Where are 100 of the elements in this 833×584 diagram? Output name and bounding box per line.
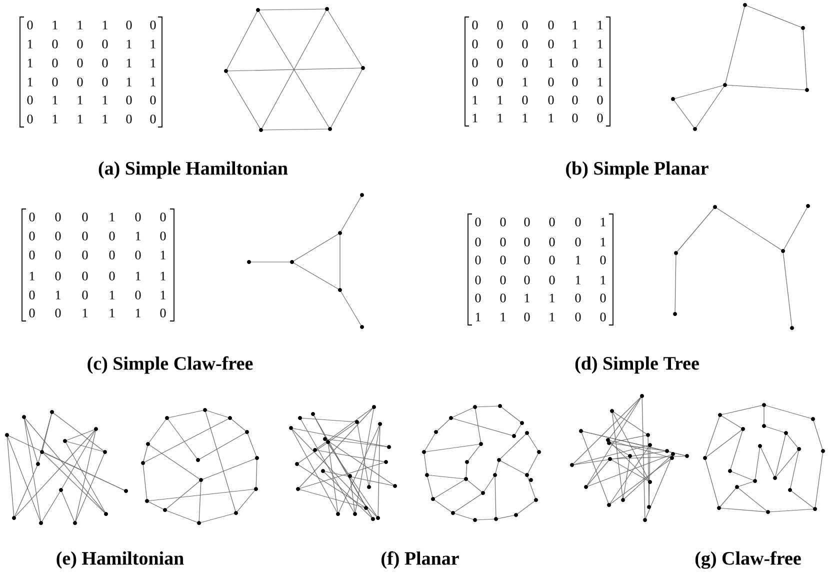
matrix-entry: 1 [28,58,32,68]
matrix-entry: 0 [497,58,503,68]
matrix-entry: 1 [102,96,108,104]
matrix-entry: 0 [109,272,115,280]
matrix-entry: 0 [150,114,156,124]
matrix-entry: 0 [472,58,478,68]
matrix-entry: 0 [497,78,503,86]
matrix-entry: 0 [524,312,530,322]
matrix-entry: 0 [475,294,481,302]
matrix-entry: 0 [27,96,33,104]
matrix-entry: 0 [575,238,581,246]
matrix-entry: 1 [160,250,166,260]
matrix-entry: 0 [549,256,555,264]
matrix-entry: 0 [549,238,555,246]
matrix-entry: 0 [55,308,61,318]
matrix-entry: 1 [136,272,140,280]
matrix-entry: 0 [102,78,108,86]
matrix-entry: 1 [150,78,156,86]
matrix-entry: 0 [600,256,606,264]
matrix-entry: 1 [522,78,528,86]
matrix-entry: 0 [102,40,108,48]
matrix-entry: 0 [497,20,503,30]
matrix-entry: 0 [500,276,506,284]
matrix-entry: 1 [472,114,478,122]
matrix-entry: 1 [598,58,602,68]
matrix-entry: 0 [522,40,528,48]
matrix-entry: 0 [109,232,115,240]
matrix-entry: 1 [550,294,554,302]
matrix-entry: 0 [29,232,35,240]
matrix-entry: 0 [572,78,578,86]
matrix-entry: 0 [160,308,166,318]
matrix-entry: 0 [55,212,61,222]
matrix-entry: 0 [524,238,530,246]
matrix-entry: 0 [524,256,530,264]
matrix-entry: 1 [52,114,58,124]
matrix-entry: 1 [150,58,156,68]
matrix-entry: 0 [475,238,481,246]
matrix-entry: 0 [150,20,156,30]
matrix-entry: 0 [27,20,33,30]
matrix-entry: 1 [78,114,82,124]
matrix-entry: 0 [126,96,132,104]
matrix-entry: 0 [572,114,578,122]
matrix-entry: 0 [160,212,166,222]
subfigure-caption: (f) Planar [382,551,459,569]
matrix-entry: 0 [109,250,115,260]
matrix-entry: 1 [28,40,32,48]
matrix-entry: 0 [472,78,478,86]
matrix-entry: 1 [102,20,108,30]
matrix-entry: 1 [576,256,580,264]
matrix-entry: 0 [135,212,141,222]
matrix-entry: 0 [150,96,156,104]
matrix-entry: 0 [549,218,555,226]
matrix-entry: 1 [598,78,602,86]
matrix-entry: 1 [472,96,478,104]
subfigure-caption: (d) Simple Tree [575,356,699,374]
matrix-entry: 0 [500,294,506,302]
matrix-entry: 0 [77,58,83,68]
matrix-entry: 1 [78,96,82,104]
matrix-entry: 1 [110,308,114,318]
matrix-entry: 0 [522,20,528,30]
matrix-entry: 0 [548,96,554,104]
matrix-entry: 1 [30,272,34,280]
matrix-entry: 0 [29,290,35,300]
matrix-entry: 1 [500,312,506,322]
matrix-entry: 1 [110,212,114,222]
matrix-entry: 0 [52,78,58,86]
matrix-entry: 0 [548,78,554,86]
matrix-entry: 0 [472,40,478,48]
matrix-entry: 0 [522,58,528,68]
matrix-entry: 0 [55,272,61,280]
matrix-entry: 1 [598,20,602,30]
matrix-entry: 1 [110,290,114,300]
matrix-entry: 1 [78,20,82,30]
matrix-entry: 1 [572,20,578,30]
subfigure-caption: (g) Claw-free [695,551,801,569]
matrix-entry: 0 [522,96,528,104]
subfigure-caption: (a) Simple Hamiltonian [98,161,288,179]
matrix-entry: 1 [136,232,140,240]
matrix-entry: 0 [475,218,481,226]
matrix-entry: 1 [600,218,606,226]
matrix-entry: 0 [475,276,481,284]
matrix-entry: 0 [497,40,503,48]
matrix-entry: 0 [524,276,530,284]
matrix-entry: 1 [548,58,554,68]
matrix-entry: 0 [82,272,88,280]
matrix-entry: 1 [600,238,606,246]
matrix-entry: 1 [160,290,166,300]
matrix-entry: 0 [572,58,578,68]
matrix-entry: 1 [498,114,502,122]
matrix-entry: 0 [82,212,88,222]
matrix-entry: 0 [575,294,581,302]
matrix-entry: 0 [82,290,88,300]
matrix-entry: 1 [52,20,58,30]
matrix-entry: 0 [597,114,603,122]
matrix-entry: 0 [500,238,506,246]
matrix-entry: 0 [548,20,554,30]
matrix-entry: 1 [598,40,602,48]
matrix-entry: 0 [475,256,481,264]
subfigure-caption: (e) Hamiltonian [56,551,184,569]
matrix-entry: 0 [29,250,35,260]
